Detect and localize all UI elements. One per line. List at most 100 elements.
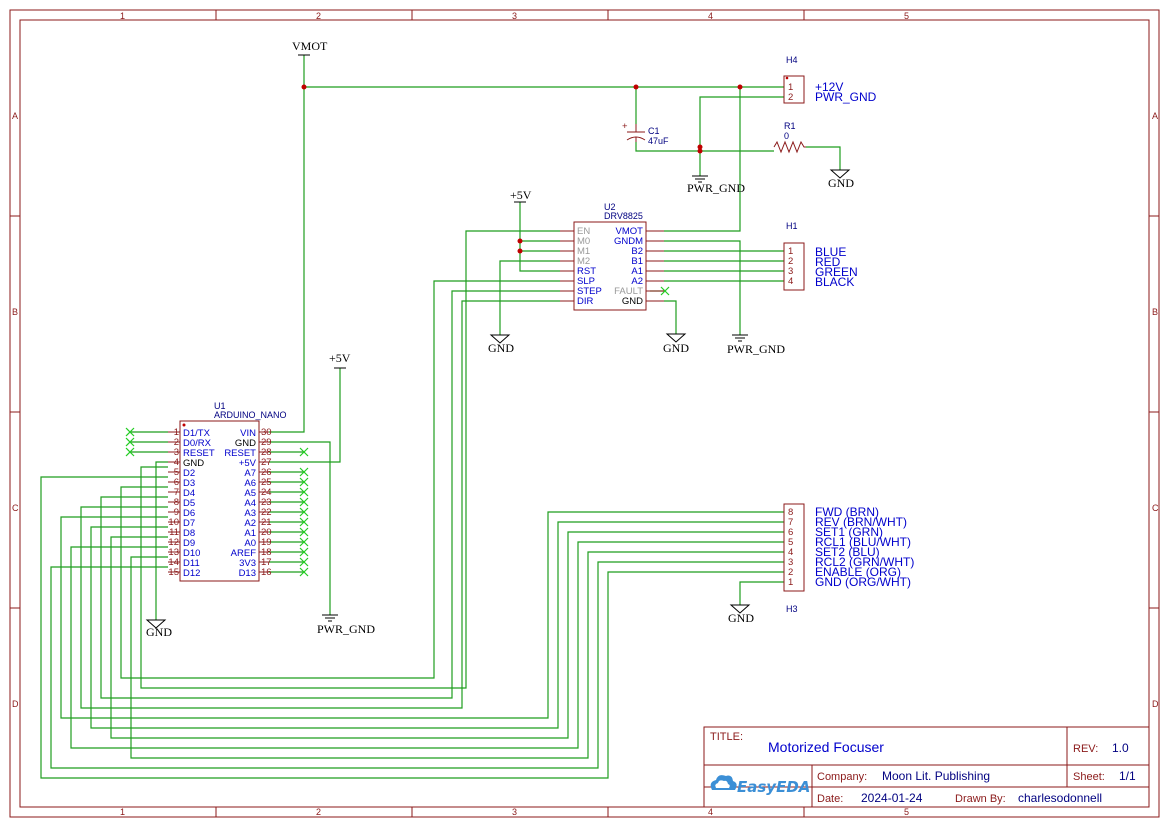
u2-pin-rst: RST [577,266,596,277]
h3-label-enable: ENABLE (ORG) [815,565,901,579]
u1-pin-number: 1 [174,427,179,438]
capacitor-c1: + C1 47uF [622,121,669,146]
u1-pin-number: 25 [261,477,272,488]
junction [633,84,639,90]
u2-name: DRV8825 [604,211,643,221]
u2-pin-a2: A2 [631,276,643,287]
h1-ref: H1 [786,221,798,231]
zone-bottom-2: 2 [316,807,321,817]
u2-pin-b2: B2 [631,246,643,257]
u1-ref: U1 [214,401,226,411]
h1-label-black: BLACK [815,275,854,289]
junction [697,148,703,154]
h3-label-set2: SET2 (BLU) [815,545,880,559]
pwr-gnd-gndm-label: PWR_GND [727,342,785,356]
h4-pin-1: 1 [788,82,793,93]
zone-left-d: D [12,699,19,709]
zone-bottom-1: 1 [120,807,125,817]
tb-drawn-label: Drawn By: [955,793,1006,805]
tb-sheet-label: Sheet: [1073,771,1105,783]
gnd-symbol-u2: GND [663,333,689,355]
p5v-u1-label: +5V [329,351,351,365]
u1-pin-number: 18 [261,547,272,558]
connector-h4: H4 1 2 +12V PWR_GND [783,55,877,104]
connector-h3: 8 7 6 5 4 3 2 1 FWD (BRN) REV (BRN/WHT) … [783,503,914,614]
vmot-power-symbol: VMOT [292,39,328,56]
h1-label-green: GREEN [815,265,858,279]
u1-pin-name: 3V3 [239,558,256,569]
u1-pin-number: 30 [261,427,272,438]
zone-right-b: B [1152,307,1158,317]
tb-rev: 1.0 [1112,741,1129,755]
tb-date: 2024-01-24 [861,791,923,805]
u2-pin-en: EN [577,226,590,237]
easyeda-logo-icon: EasyEDA [710,775,810,796]
u1-pin-number: 12 [168,537,179,548]
h3-pin-2: 2 [788,567,793,578]
u1-pin-name: GND [235,438,256,449]
zone-bottom-3: 3 [512,807,517,817]
u1-pin-name: +5V [239,458,257,469]
zone-top-3: 3 [512,11,517,21]
u2-pin-dir: DIR [577,296,594,307]
h3-pin-5: 5 [788,537,793,548]
u1-pin-name: D10 [183,548,200,559]
h3-pin-8: 8 [788,507,793,518]
h1-pin-2: 2 [788,256,793,267]
gnd-u2-label: GND [663,341,689,355]
u1-pin-number: 27 [261,457,272,468]
u1-pin-name: A3 [244,508,256,519]
u1-pin-number: 3 [174,447,179,458]
u1-pin-number: 11 [169,527,179,538]
junction [737,84,743,90]
resistor-r1: R1 0 [773,121,806,154]
u2-pin-gndm: GNDM [614,236,643,247]
u1-pin-number: 23 [261,497,272,508]
u2-pin-slp: SLP [577,276,595,287]
gnd-u1-label: GND [146,625,172,639]
junction [517,248,523,254]
u1-pin-name: D13 [239,568,256,579]
u1-pin-name: A5 [244,488,256,499]
u1-pin-name: D1/TX [183,428,211,439]
h3-label-set1: SET1 (GRN) [815,525,883,539]
u1-pin-number: 5 [174,467,179,478]
gnd-symbol-h3: GND [728,604,754,625]
u1-pin-number: 16 [261,567,272,578]
u2-pin-m0: M0 [577,236,590,247]
zone-top-5: 5 [904,11,909,21]
tb-company-label: Company: [817,771,867,783]
h3-pin-4: 4 [788,547,793,558]
r1-value: 0 [784,131,789,141]
u1-pin-number: 26 [261,467,272,478]
u2-pin-vmot: VMOT [616,226,644,237]
h4-pin-2: 2 [788,92,793,103]
zone-left-b: B [12,307,18,317]
u1-pin-number: 7 [174,487,179,498]
h4-ref: H4 [786,55,798,65]
u1-pin-number: 2 [174,437,179,448]
u1-pin-number: 14 [168,557,179,568]
u2-pin-step: STEP [577,286,602,297]
p5v-u2-power-symbol: +5V [510,188,532,203]
u1-pin-number: 9 [174,507,179,518]
zone-top-1: 1 [120,11,125,21]
u1-pin-name: RESET [183,448,215,459]
zone-right-d: D [1152,699,1159,709]
pwr-gnd-top-label: PWR_GND [687,181,745,195]
zone-left-c: C [12,503,19,513]
h3-label-rev: REV (BRN/WHT) [815,515,907,529]
u1-name: ARDUINO_NANO [214,410,287,420]
h3-pin-7: 7 [788,517,793,528]
u1-pin-name: D9 [183,538,195,549]
zone-left-a: A [12,111,18,121]
power-symbols: VMOT +5V +5V GND GND GND GND GND [145,39,854,639]
zone-labels: 1 2 3 4 5 1 2 3 4 5 A B C D A B C D [12,11,1159,817]
u1-pin-name: A2 [244,518,256,529]
zone-top-2: 2 [316,11,321,21]
junction [697,144,703,150]
c1-ref: C1 [648,126,660,136]
u1-pin-name: D4 [183,488,195,499]
pwr-gnd-symbol-gndm: PWR_GND [727,334,785,356]
